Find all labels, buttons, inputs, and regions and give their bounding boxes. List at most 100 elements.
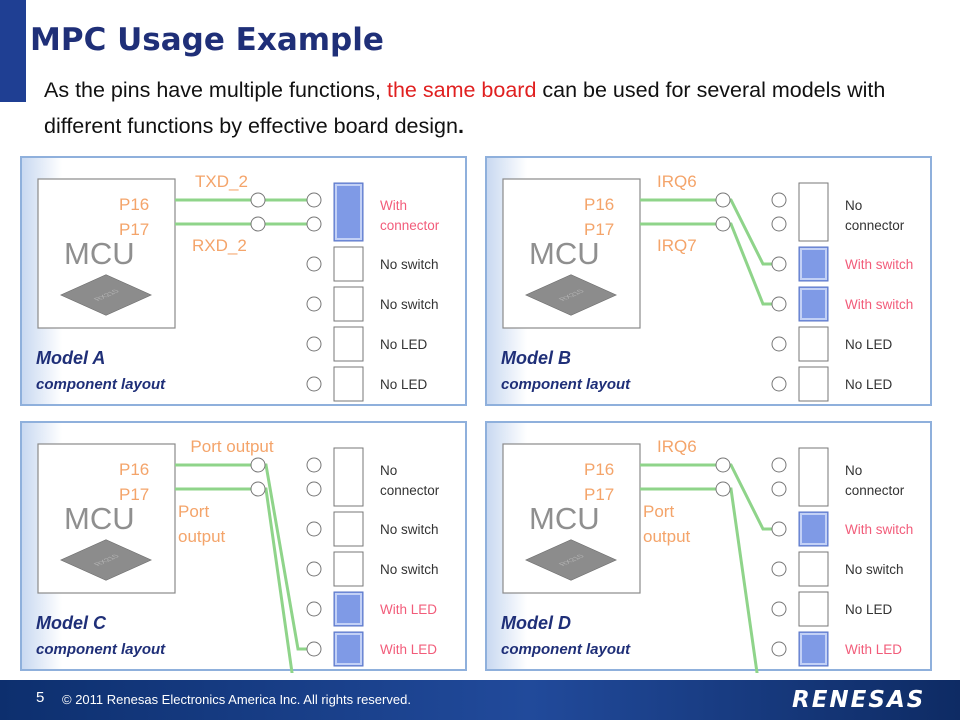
function-label: Port	[643, 502, 674, 521]
board-pad	[771, 457, 787, 473]
component-highlight	[800, 513, 827, 545]
component-empty	[333, 326, 364, 362]
page-title: MPC Usage Example	[30, 22, 384, 58]
layout-label: component layout	[501, 376, 631, 393]
component-label: connector	[380, 218, 440, 233]
component-highlight	[800, 288, 827, 320]
board-pad	[306, 216, 322, 232]
board-pad	[306, 481, 322, 497]
mcu-label: MCU	[529, 501, 600, 536]
footer-bar: 5 © 2011 Renesas Electronics America Inc…	[0, 680, 960, 720]
chip-image: RX210	[525, 539, 617, 581]
board-pad	[771, 521, 787, 537]
board-pad	[306, 641, 322, 657]
layout-label: component layout	[36, 641, 166, 658]
component-label: connector	[845, 218, 905, 233]
chip-image: RX210	[525, 274, 617, 316]
component-label: No LED	[845, 377, 893, 392]
component-highlight	[335, 593, 362, 625]
function-label: Port output	[190, 437, 273, 456]
board-pad	[306, 457, 322, 473]
board-pad	[771, 336, 787, 352]
component-empty	[798, 591, 829, 627]
function-label: IRQ6	[657, 172, 697, 191]
component-highlight	[335, 633, 362, 665]
mcu-pin-pad	[715, 216, 731, 232]
component-label: No LED	[380, 377, 428, 392]
pin-label: P17	[119, 485, 149, 504]
board-pad	[771, 601, 787, 617]
component-label: With switch	[845, 522, 913, 537]
component-mounted	[798, 631, 829, 667]
component-label: With LED	[380, 602, 437, 617]
component-label: No LED	[845, 337, 893, 352]
board-pad	[306, 561, 322, 577]
board-pad	[771, 192, 787, 208]
component-mounted	[798, 286, 829, 322]
component-label: With switch	[845, 297, 913, 312]
board-pad	[306, 296, 322, 312]
board-diagram: MCURX210P16P17IRQ6PortoutputNoconnectorW…	[501, 437, 913, 673]
component-label: No switch	[845, 562, 904, 577]
mcu-pin-pad	[715, 457, 731, 473]
subtitle-period: .	[457, 114, 464, 138]
board-pad	[771, 216, 787, 232]
pin-label: P17	[119, 220, 149, 239]
mcu-pin-pad	[715, 481, 731, 497]
mcu-pin-pad	[715, 192, 731, 208]
component-label: connector	[380, 483, 440, 498]
component-mounted	[798, 246, 829, 282]
component-mounted	[333, 631, 364, 667]
component-label: No switch	[380, 562, 439, 577]
mcu-label: MCU	[64, 501, 135, 536]
board-pad	[771, 561, 787, 577]
component-label: No	[380, 463, 397, 478]
component-empty	[333, 511, 364, 547]
signal-wire	[717, 198, 779, 266]
mcu-pin-pad	[250, 192, 266, 208]
board-pad	[306, 521, 322, 537]
chip-image: RX210	[60, 539, 152, 581]
board-pad	[306, 601, 322, 617]
component-empty	[798, 326, 829, 362]
function-label: Port	[178, 502, 209, 521]
pin-label: P16	[584, 460, 614, 479]
subtitle-text-2: can be used for several models with diff…	[44, 78, 886, 138]
component-empty	[333, 246, 364, 282]
component-label: No	[845, 463, 862, 478]
mcu-block	[502, 178, 641, 329]
component-label: No LED	[845, 602, 893, 617]
board-pad	[771, 481, 787, 497]
component-mounted	[798, 511, 829, 547]
component-label: No switch	[380, 257, 439, 272]
pin-label: P17	[584, 220, 614, 239]
chip-body	[525, 539, 617, 581]
mcu-pin-pad	[250, 481, 266, 497]
component-empty	[333, 551, 364, 587]
chip-body	[60, 539, 152, 581]
pin-label: P16	[119, 460, 149, 479]
layout-label: component layout	[501, 641, 631, 658]
component-mounted	[333, 182, 364, 242]
pin-label: P16	[584, 195, 614, 214]
board-pad	[771, 376, 787, 392]
signal-wire	[717, 463, 779, 531]
component-empty	[798, 551, 829, 587]
component-empty	[333, 286, 364, 322]
function-label: IRQ7	[657, 236, 697, 255]
component-label: With	[380, 198, 407, 213]
component-label: connector	[845, 483, 905, 498]
component-highlight	[800, 248, 827, 280]
renesas-logo: RENESAS	[792, 687, 926, 713]
component-label: With switch	[845, 257, 913, 272]
page-number: 5	[36, 689, 45, 706]
function-label: RXD_2	[192, 236, 247, 255]
component-mounted	[333, 591, 364, 627]
board-pad	[306, 192, 322, 208]
